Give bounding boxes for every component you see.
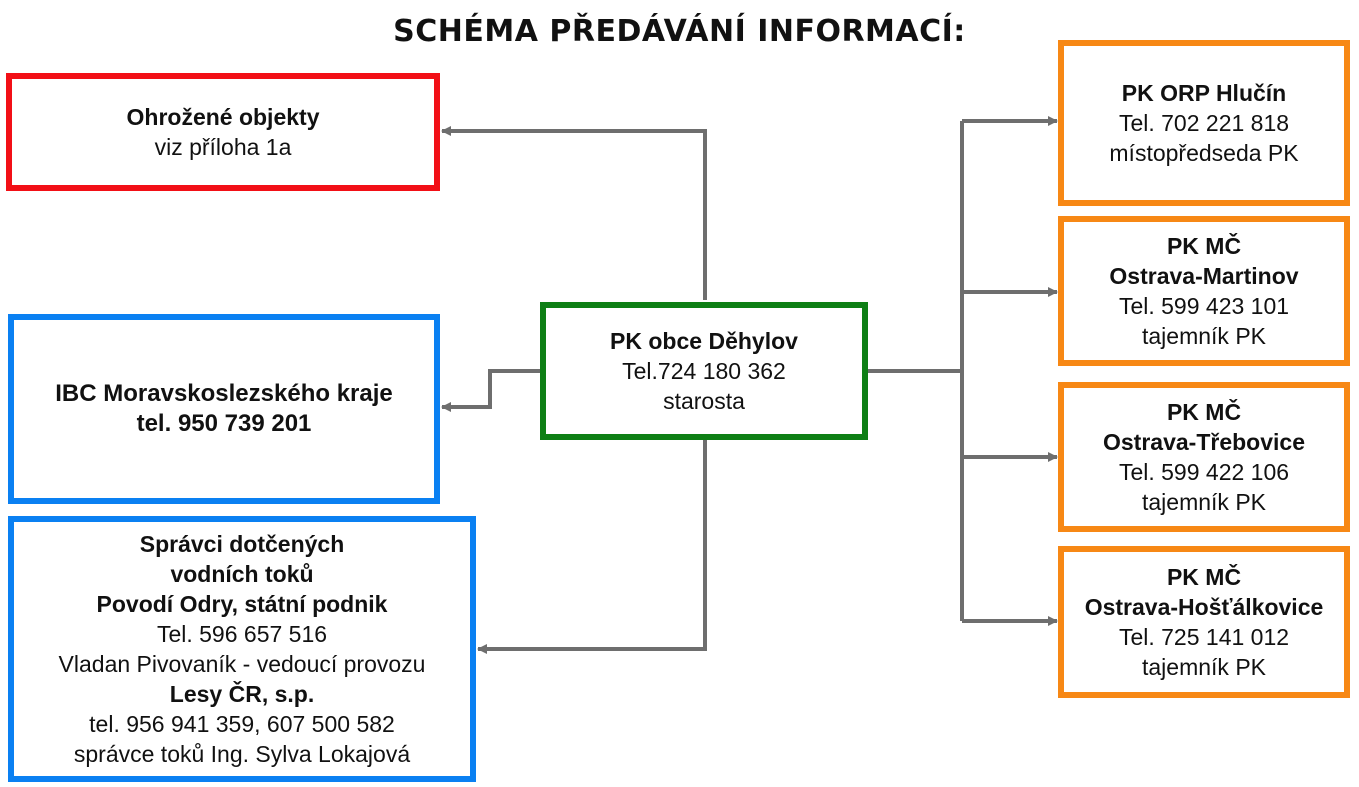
martinov-phone: Tel. 599 423 101: [1118, 293, 1290, 319]
hostalkovice-role: tajemník PK: [1142, 654, 1266, 680]
trebovice-phone: Tel. 599 422 106: [1118, 459, 1290, 485]
water-managers-box: Správci dotčených vodních toků Povodí Od…: [8, 516, 476, 782]
hostalkovice-name: PK MČ: [1166, 564, 1242, 590]
hostalkovice-box: PK MČ Ostrava-Hošťálkovice Tel. 725 141 …: [1058, 546, 1350, 698]
martinov-box: PK MČ Ostrava-Martinov Tel. 599 423 101 …: [1058, 216, 1350, 366]
trebovice-role: tajemník PK: [1142, 489, 1266, 515]
povodi-odry-contact: Vladan Pivovaník - vedoucí provozu: [58, 651, 426, 677]
trebovice-name: PK MČ: [1166, 399, 1242, 425]
lesy-cr-contact: správce toků Ing. Sylva Lokajová: [73, 741, 411, 767]
ibc-phone: tel. 950 739 201: [136, 410, 312, 437]
ibc-name: IBC Moravskoslezského kraje: [55, 380, 393, 407]
arrow-to-ibc: [441, 369, 540, 412]
threatened-objects-box: Ohrožené objekty viz příloha 1a: [6, 73, 440, 191]
center-name: PK obce Děhylov: [610, 328, 798, 354]
threatened-objects-name: Ohrožené objekty: [126, 104, 320, 130]
orp-hlucin-box: PK ORP Hlučín Tel. 702 221 818 místopřed…: [1058, 40, 1350, 206]
povodi-odry-name: Povodí Odry, státní podnik: [96, 591, 388, 617]
center-box: PK obce Děhylov Tel.724 180 362 starosta: [540, 302, 868, 440]
martinov-district: Ostrava-Martinov: [1109, 263, 1299, 289]
water-managers-line2: vodních toků: [170, 561, 314, 587]
martinov-role: tajemník PK: [1142, 323, 1266, 349]
center-role: starosta: [663, 388, 745, 414]
orp-hlucin-role: místopředseda PK: [1109, 140, 1299, 166]
center-phone: Tel.724 180 362: [622, 358, 786, 384]
ibc-box: IBC Moravskoslezského kraje tel. 950 739…: [8, 314, 440, 504]
lesy-cr-name: Lesy ČR, s.p.: [169, 681, 315, 707]
water-managers-line1: Správci dotčených: [139, 531, 345, 557]
orp-hlucin-phone: Tel. 702 221 818: [1118, 110, 1290, 136]
povodi-odry-phone: Tel. 596 657 516: [156, 621, 328, 647]
trebovice-district: Ostrava-Třebovice: [1103, 429, 1305, 455]
diagram-title: SCHÉMA PŘEDÁVÁNÍ INFORMACÍ:: [393, 14, 966, 49]
threatened-objects-note: viz příloha 1a: [154, 134, 292, 160]
trebovice-box: PK MČ Ostrava-Třebovice Tel. 599 422 106…: [1058, 382, 1350, 532]
arrow-to-threatened-objects: [441, 126, 707, 300]
hostalkovice-phone: Tel. 725 141 012: [1118, 624, 1290, 650]
arrow-to-water-managers: [477, 440, 707, 654]
martinov-name: PK MČ: [1166, 233, 1242, 259]
orp-hlucin-name: PK ORP Hlučín: [1121, 80, 1287, 106]
lesy-cr-phone: tel. 956 941 359, 607 500 582: [89, 711, 395, 737]
hostalkovice-district: Ostrava-Hošťálkovice: [1084, 594, 1324, 620]
